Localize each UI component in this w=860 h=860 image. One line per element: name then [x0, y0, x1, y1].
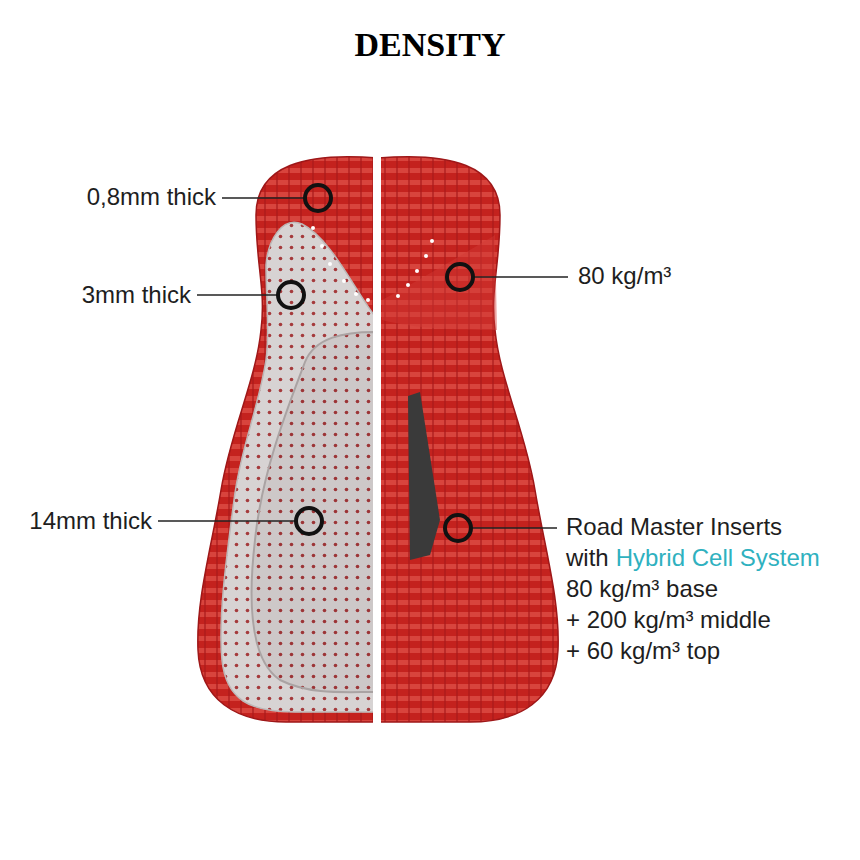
diagram-title: DENSITY [0, 24, 860, 66]
stitch-dot [354, 292, 358, 296]
thickness-label: 14mm thick [29, 507, 152, 535]
stitch-dot [328, 262, 332, 266]
foam-layer-14mm [252, 332, 374, 692]
stitch-dot [415, 269, 419, 273]
leader-line [474, 276, 568, 278]
stitch-dots [311, 226, 434, 302]
thickness-label: 3mm thick [82, 281, 191, 309]
stitch-dot [406, 283, 410, 287]
road-master-insert [408, 392, 440, 560]
callout-ring [278, 282, 304, 308]
leader-lines [158, 198, 568, 528]
callout-ring [445, 515, 471, 541]
stitch-dot [342, 279, 346, 283]
density-label: 80 kg/m³ [578, 262, 671, 290]
callout-ring [447, 264, 473, 290]
callout-ring [305, 185, 331, 211]
stitch-dot [424, 254, 428, 258]
leader-line [158, 520, 295, 522]
callout-ring [296, 508, 322, 534]
thickness-label: 0,8mm thick [87, 183, 216, 211]
stitch-dot [430, 239, 434, 243]
stitch-dot [396, 294, 400, 298]
density-label: + 200 kg/m³ middle [566, 606, 771, 634]
right-upper-panel [382, 235, 497, 330]
insert-note: with [566, 544, 609, 572]
stitch-dot [366, 298, 370, 302]
callout-rings [278, 185, 473, 541]
density-label: 80 kg/m³ base [566, 575, 718, 603]
stitch-dot [311, 226, 315, 230]
leader-line [222, 197, 304, 199]
leader-line [472, 527, 557, 529]
density-label: + 60 kg/m³ top [566, 637, 720, 665]
leader-line [197, 294, 277, 296]
insert-name: Road Master Inserts [566, 513, 782, 541]
center-split [373, 148, 381, 732]
stitch-dot [320, 244, 324, 248]
foam-layer-3mm [221, 222, 374, 712]
system-name: Hybrid Cell System [616, 544, 820, 572]
